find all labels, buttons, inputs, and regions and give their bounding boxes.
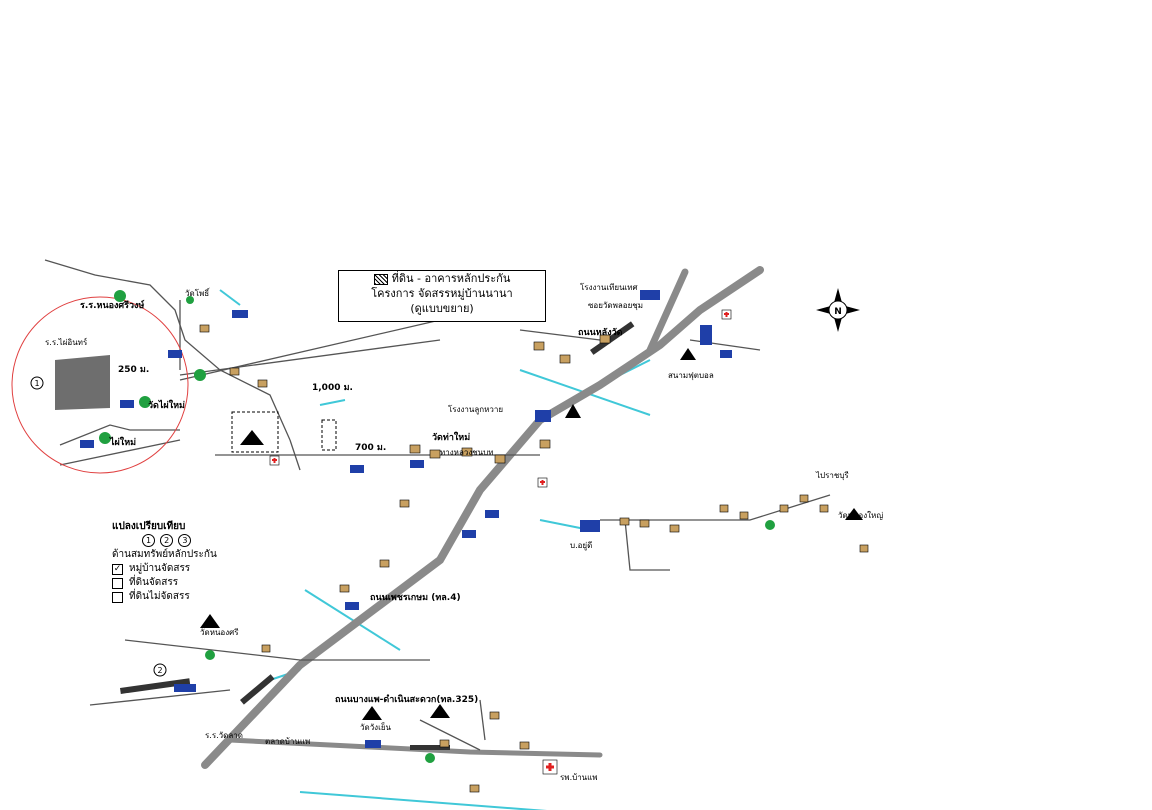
place-r4: โรงงานลูกหวาย (448, 404, 503, 415)
place-wat-pai: วัดไผ่ใหม่ (148, 399, 185, 411)
buildings (80, 290, 732, 748)
main-road (201, 266, 764, 769)
houses (199, 324, 869, 793)
marker-2[interactable]: 2 (153, 663, 167, 677)
key-item-label: ที่ดินจัดสรร (129, 577, 179, 588)
place-r5: สนามฟุตบอล (668, 371, 714, 380)
comparison-key: แปลงเปรียบเทียบ 1 2 3 ด้านสมทรัพย์หลักปร… (112, 520, 217, 604)
reference-boxes (231, 411, 337, 453)
place-wat-kho: วัดโพธิ์ (185, 287, 211, 298)
place-market: ตลาดบ้านแพ (265, 737, 310, 746)
place-r1: ซอยวัดพลอยชุม (588, 301, 643, 310)
checkbox-icon[interactable]: ✓ (112, 563, 123, 575)
hatched-road-segments (120, 321, 635, 750)
key-item-1[interactable]: ที่ดินจัดสรร (112, 576, 217, 590)
key-numbers: 1 2 3 (112, 534, 217, 548)
place-r6: ไปราชบุรี (815, 471, 849, 480)
svg-text:1: 1 (34, 379, 39, 388)
svg-text:2: 2 (157, 666, 162, 675)
key-item-label: หมู่บ้านจัดสรร (129, 563, 191, 574)
place-r3: ทางหลวงชนบท (440, 448, 494, 457)
place-wat-right: วัดหนองใหญ่ (838, 511, 883, 520)
key-number-2: 2 (160, 534, 174, 547)
place-wat-pho-bot: วัดวังเย็น (360, 722, 392, 732)
key-title: แปลงเปรียบเทียบ (112, 521, 186, 532)
distance-1000: 1,000 ม. (312, 383, 353, 393)
secondary-roads (44, 259, 831, 751)
place-wat-tha: วัดท่าใหม่ (432, 431, 470, 443)
legend-line-1: ที่ดิน - อาคารหลักประกัน (391, 272, 511, 285)
trees (99, 290, 775, 763)
place-school-nong: ร.ร.หนองศรีวงษ์ (80, 299, 145, 311)
place-school-top: ร.ร.ไผ่อินทร์ (45, 337, 88, 347)
checkbox-icon[interactable] (112, 591, 123, 603)
key-number-1: 1 (142, 534, 155, 547)
road-main-label: ถนนเพชรเกษม (ทล.4) (370, 593, 461, 603)
compass-icon: N (816, 288, 860, 332)
legend-line-2: โครงการ จัดสรรหมู่บ้านนานา (371, 287, 513, 300)
checkbox-icon[interactable] (112, 577, 123, 589)
hospital-markers (269, 309, 732, 775)
place-factory: บ.อยู่ดี (570, 541, 592, 551)
legend-line-3: (ดูแบบขยาย) (410, 302, 474, 315)
place-hospital: รพ.บ้านแพ (560, 773, 598, 782)
temples (200, 348, 863, 720)
road-secondary-label: ถนนบางแพ-ดำเนินสะดวก(ทล.325) (335, 694, 478, 705)
key-item-label: ที่ดินไม่จัดสรร (129, 591, 190, 602)
key-number-3: 3 (178, 534, 192, 547)
hatch-swatch (373, 273, 388, 285)
place-pai-mai: ไผ่ใหม่ (109, 436, 136, 448)
place-nayok: ถนนหลังวัด (578, 327, 623, 338)
distance-700: 700 ม. (355, 443, 386, 453)
marker-1[interactable]: 1 (30, 376, 44, 390)
place-r2: โรงงานเทียนเทศ (580, 282, 638, 292)
subject-parcel[interactable] (11, 296, 189, 474)
parcel-area (55, 355, 110, 410)
place-school-bot: ร.ร.วัดลาด (205, 731, 243, 740)
compass-label: N (834, 307, 842, 317)
legend-box: ที่ดิน - อาคารหลักประกัน โครงการ จัดสรรห… (338, 270, 546, 322)
key-item-0[interactable]: ✓ หมู่บ้านจัดสรร (112, 562, 217, 576)
radius-circle (11, 296, 189, 474)
place-wat-huai: วัดหนองศรี (200, 628, 239, 637)
key-subtitle: ด้านสมทรัพย์หลักประกัน (112, 549, 217, 560)
distance-250: 250 ม. (118, 365, 149, 375)
canals (219, 289, 651, 810)
key-item-2[interactable]: ที่ดินไม่จัดสรร (112, 590, 217, 604)
